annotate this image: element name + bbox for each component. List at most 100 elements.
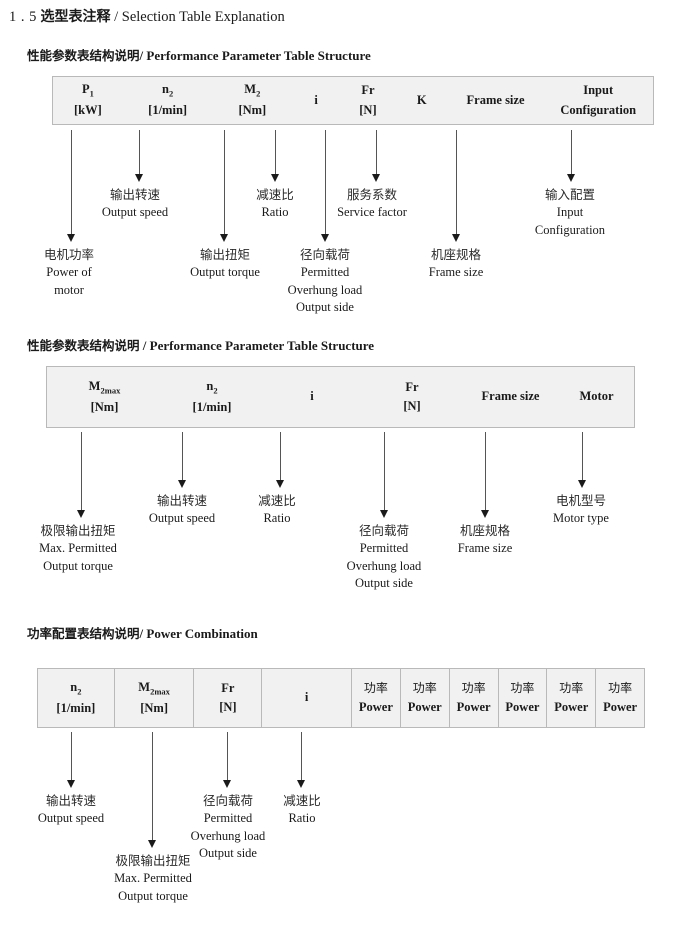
table3-col-power-3-cn: 功率 <box>461 681 486 696</box>
table1-col-frame-size: Frame size <box>448 77 544 124</box>
annotation-output-speed-2: 输出转速 Output speed <box>127 492 237 528</box>
table3-col-power-1-unit: Power <box>358 699 393 714</box>
section-2-heading-cn: 性能参数表结构说明 <box>27 338 140 353</box>
table2-col-motor: Motor <box>559 367 634 427</box>
table2-col-m2max: M2max [Nm] <box>47 367 162 427</box>
table1-col-input-configuration-symbol: Input <box>583 83 614 98</box>
annotation-output-speed-2-cn: 输出转速 <box>156 493 207 508</box>
table3-col-power-4: 功率 Power <box>497 669 547 727</box>
table3-col-power-5-cn: 功率 <box>559 681 584 696</box>
annotation-frame-size: 机座规格 Frame size <box>404 246 508 282</box>
annotation-ratio-3: 减速比 Ratio <box>264 792 340 828</box>
arrow-output-torque <box>220 130 229 242</box>
annotation-overhung-load-cn: 径向载荷 <box>299 247 350 262</box>
annotation-ratio-2-en-1: Ratio <box>263 510 291 525</box>
table3-col-m2max-symbol: M2max <box>138 679 170 697</box>
annotation-service-factor-en-1: Service factor <box>337 204 407 219</box>
annotation-overhung-load-2-en-3: Output side <box>355 576 413 591</box>
table3-col-power-6-unit: Power <box>603 699 638 714</box>
table3-col-power-5-unit: Power <box>554 699 589 714</box>
table3-col-power-6-cn: 功率 <box>608 681 633 696</box>
power-combination-table: n2 [1/min] M2max [Nm] Fr [N] i 功率 Power … <box>37 668 645 728</box>
page-title-number: 1 . 5 <box>9 9 37 25</box>
table3-col-power-2: 功率 Power <box>399 669 449 727</box>
table3-col-power-2-cn: 功率 <box>412 681 437 696</box>
annotation-input-configuration-cn: 输入配置 <box>544 187 595 202</box>
table1-col-k-symbol: K <box>416 92 427 107</box>
section-3-heading-en: Power Combination <box>146 626 258 641</box>
section-3-heading: 功率配置表结构说明/ Power Combination <box>27 623 258 642</box>
table2-col-m2max-symbol: M2max <box>88 378 121 396</box>
arrow-ratio <box>271 130 280 182</box>
arrow-overhung-load <box>321 130 330 242</box>
annotation-frame-size-en-1: Frame size <box>428 264 484 279</box>
table3-col-power-1: 功率 Power <box>350 669 400 727</box>
table1-col-p1-symbol: P1 <box>81 82 94 99</box>
table3-col-fr: Fr [N] <box>193 669 261 727</box>
annotation-ratio-2: 减速比 Ratio <box>239 492 315 528</box>
table3-col-fr-symbol: Fr <box>221 680 235 695</box>
table3-col-m2max: M2max [Nm] <box>113 669 194 727</box>
table1-col-input-configuration-unit: Configuration <box>560 102 637 117</box>
annotation-input-configuration-en-1: Input <box>556 204 584 219</box>
table1-col-fr-unit: [N] <box>359 102 377 117</box>
table1-col-frame-size-symbol: Frame size <box>466 92 525 107</box>
annotation-overhung-load-3-cn: 径向载荷 <box>202 793 253 808</box>
arrow-motor-type <box>578 432 587 488</box>
annotation-ratio-2-cn: 减速比 <box>258 493 296 508</box>
table3-col-power-4-unit: Power <box>505 699 540 714</box>
arrow-max-permitted-output-torque-3 <box>148 732 157 848</box>
table3-col-power-2-unit: Power <box>407 699 442 714</box>
arrow-input-configuration <box>567 130 576 182</box>
section-2-heading-sep: / <box>142 338 147 353</box>
annotation-max-permitted-output-torque: 极限输出扭矩 Max. Permitted Output torque <box>18 522 138 575</box>
annotation-motor-type: 电机型号 Motor type <box>531 492 631 528</box>
table1-col-p1: P1 [kW] <box>53 77 123 124</box>
annotation-output-speed-en-1: Output speed <box>101 204 169 219</box>
page-title-cn: 选型表注释 <box>40 9 111 25</box>
performance-parameter-table-2: M2max [Nm] n2 [1/min] i Fr [N] Frame siz… <box>46 366 635 428</box>
annotation-frame-size-cn: 机座规格 <box>430 247 481 262</box>
annotation-output-speed-3: 输出转速 Output speed <box>16 792 126 828</box>
annotation-service-factor: 服务系数 Service factor <box>316 186 428 222</box>
annotation-ratio-3-en-1: Ratio <box>288 810 316 825</box>
annotation-overhung-load-2-en-1: Permitted <box>359 540 409 555</box>
arrow-ratio-2 <box>276 432 285 488</box>
table3-col-power-3: 功率 Power <box>448 669 498 727</box>
annotation-max-permitted-output-torque-cn: 极限输出扭矩 <box>40 523 116 538</box>
annotation-max-permitted-output-torque-3: 极限输出扭矩 Max. Permitted Output torque <box>92 852 214 905</box>
annotation-overhung-load-2-en-2: Overhung load <box>346 558 422 573</box>
annotation-motor-type-en-1: Motor type <box>553 510 609 525</box>
arrow-overhung-load-3 <box>223 732 232 788</box>
table2-col-i-symbol: i <box>310 389 314 404</box>
annotation-output-speed-3-en-1: Output speed <box>37 810 105 825</box>
annotation-power-of-motor-cn: 电机功率 <box>43 247 94 262</box>
table1-col-n2-unit: [1/min] <box>148 103 188 118</box>
annotation-overhung-load-3-en-1: Permitted <box>203 810 253 825</box>
annotation-overhung-load: 径向载荷 Permitted Overhung load Output side <box>267 246 383 317</box>
table1-col-n2-symbol: n2 <box>162 82 174 99</box>
annotation-overhung-load-2-cn: 径向载荷 <box>358 523 409 538</box>
section-3-heading-cn: 功率配置表结构说明 <box>27 626 140 641</box>
annotation-max-permitted-output-torque-3-cn: 极限输出扭矩 <box>115 853 191 868</box>
annotation-output-torque-en-1: Output torque <box>190 264 260 279</box>
page-title-en: Selection Table Explanation <box>121 9 285 25</box>
table3-col-n2-unit: [1/min] <box>56 700 96 715</box>
annotation-ratio: 减速比 Ratio <box>233 186 317 222</box>
table2-col-fr: Fr [N] <box>362 367 462 427</box>
table2-col-frame-size-symbol: Frame size <box>481 389 540 404</box>
arrow-overhung-load-2 <box>380 432 389 518</box>
section-1-heading-en: Performance Parameter Table Structure <box>146 48 371 63</box>
table2-col-m2max-unit: [Nm] <box>90 399 119 414</box>
table3-col-n2-symbol: n2 <box>70 679 82 697</box>
section-1-heading-sep: / <box>139 48 144 63</box>
annotation-input-configuration: 输入配置 Input Configuration <box>512 186 628 239</box>
arrow-frame-size-2 <box>481 432 490 518</box>
table2-col-n2: n2 [1/min] <box>162 367 262 427</box>
annotation-frame-size-2-en-1: Frame size <box>457 540 513 555</box>
annotation-ratio-3-cn: 减速比 <box>283 793 321 808</box>
annotation-power-of-motor-en-2: motor <box>54 282 84 297</box>
annotation-input-configuration-en-2: Configuration <box>534 222 606 237</box>
annotation-overhung-load-3-en-2: Overhung load <box>190 828 266 843</box>
arrow-output-speed-3 <box>67 732 76 788</box>
